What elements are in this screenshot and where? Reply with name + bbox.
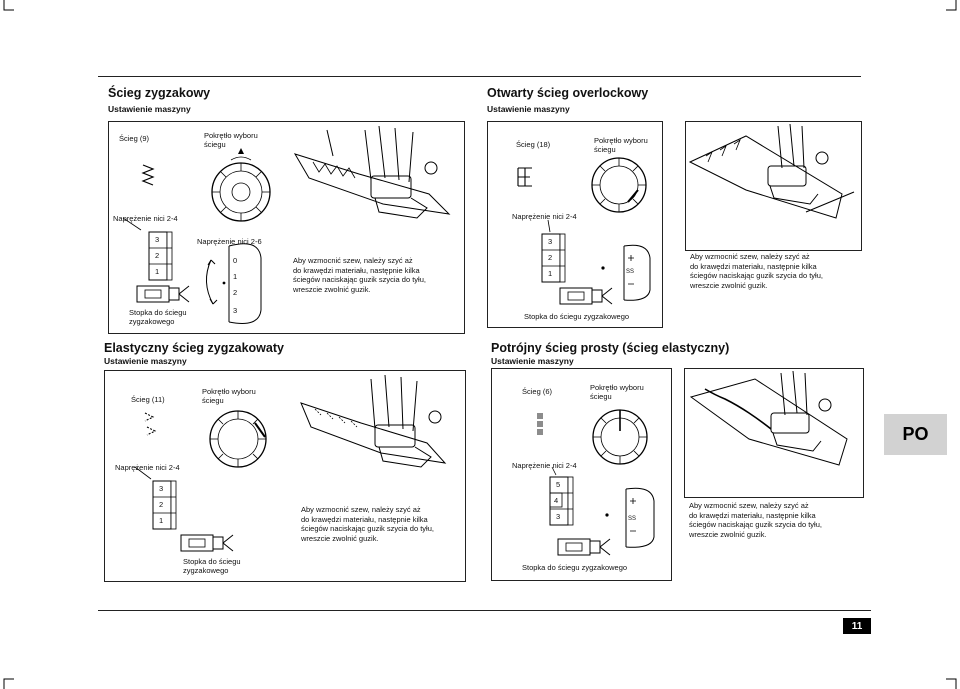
panel-elastic-zigzag: Ścieg (11) Pokrętło wyboru ściegu Napręż… (104, 370, 466, 582)
stitch-length-knob-icon (206, 243, 262, 324)
section-subtitle-zigzag: Ustawienie maszyny (108, 104, 191, 114)
stitch-label: Ścieg (6) (522, 387, 553, 396)
crop-mark-bottom-left (0, 675, 14, 689)
tension-value-top: 3 (159, 484, 164, 493)
tension-value-mid: 2 (548, 253, 553, 262)
zigzag-stitch-icon (141, 164, 155, 186)
foot-label: Stopka do ściegu zygzakowego (524, 312, 630, 321)
tension-scale-icon (134, 466, 177, 530)
speed-knob-icon (601, 244, 651, 301)
stitch-label: Ścieg (9) (119, 134, 150, 143)
elastic-zigzag-stitch-icon (144, 412, 157, 436)
length-value-0: 0 (233, 256, 238, 265)
zigzag-foot-icon (180, 534, 234, 552)
stitch-label: Ścieg (18) (516, 140, 551, 149)
tension-scale-icon (549, 466, 574, 526)
tension-label: Naprężenie nici 2-4 (113, 214, 178, 223)
sewing-foot-illustration (688, 123, 855, 219)
crop-mark-bottom-right (946, 675, 960, 689)
length-value-2: 2 (233, 288, 238, 297)
bottom-rule (98, 610, 871, 611)
page-number: 11 (843, 618, 871, 634)
reinforce-note-triple: Aby wzmocnić szew, należy szyć aż do kra… (689, 501, 822, 539)
tension-value-mid: 2 (155, 251, 160, 260)
tension-value-bottom: 3 (556, 512, 561, 521)
panel-triple-straight-settings: Ścieg (6) Pokrętło wyboru ściegu Napręże… (491, 368, 672, 581)
tension-label: Naprężenie nici 2-4 (115, 463, 180, 472)
section-title-elastic-zigzag: Elastyczny ścieg zygzakowaty (104, 341, 284, 355)
tension-value-mid: 4 (554, 496, 559, 505)
length-value-3: 3 (233, 306, 238, 315)
dial-label: Pokrętło wyboru ściegu (202, 387, 256, 405)
panel-overlock-settings: Ścieg (18) Pokrętło wyboru ściegu Napręż… (487, 121, 663, 328)
overlock-stitch-icon (517, 167, 532, 187)
section-title-triple-straight: Potrójny ścieg prosty (ścieg elastyczny) (491, 341, 730, 355)
top-rule (98, 76, 861, 77)
sewing-foot-illustration (293, 125, 451, 219)
tension-value-top: 3 (548, 237, 553, 246)
tension-value-bottom: 1 (159, 516, 164, 525)
foot-label: Stopka do ściegu zygzakowego (522, 563, 628, 572)
tension-scale-icon (122, 217, 173, 281)
dial-label: Pokrętło wyboru ściegu (594, 136, 648, 154)
stitch-dial-icon (592, 409, 648, 465)
reinforce-note: Aby wzmocnić szew, należy szyć aż do kra… (293, 256, 426, 294)
section-title-overlock: Otwarty ścieg overlockowy (487, 86, 649, 100)
foot-label: Stopka do ściegu zygzakowego (129, 308, 187, 326)
tension-value-top: 3 (155, 235, 160, 244)
speed-label: SS (628, 516, 637, 522)
speed-label: SS (626, 269, 635, 275)
speed-knob-icon (605, 487, 655, 548)
crop-mark-top-right (946, 0, 960, 14)
foot-label: Stopka do ściegu zygzakowego (183, 557, 241, 575)
tension-scale-icon (541, 219, 566, 283)
zigzag-foot-icon (559, 287, 613, 305)
tension-value-mid: 2 (159, 500, 164, 509)
stitch-dial-icon (209, 410, 267, 468)
section-subtitle-triple-straight: Ustawienie maszyny (491, 356, 574, 366)
panel-triple-straight-illustration (684, 368, 864, 498)
sewing-foot-illustration (689, 370, 848, 466)
section-subtitle-elastic-zigzag: Ustawienie maszyny (104, 356, 187, 366)
tension-value-bottom: 1 (155, 267, 160, 276)
reinforce-note-overlock: Aby wzmocnić szew, należy szyć aż do kra… (690, 252, 823, 290)
panel-zigzag: Ścieg (9) Pokrętło wyboru ściegu Napręże… (108, 121, 465, 334)
tension-label-2: Naprężenie nici 2-6 (197, 237, 262, 246)
zigzag-foot-icon (557, 538, 611, 556)
panel-overlock-illustration (685, 121, 862, 251)
stitch-dial-icon (591, 157, 647, 213)
stitch-label: Ścieg (11) (131, 395, 165, 404)
tension-value-top: 5 (556, 480, 561, 489)
language-tab: PO (884, 414, 947, 455)
reinforce-note: Aby wzmocnić szew, należy szyć aż do kra… (301, 505, 434, 543)
length-value-1: 1 (233, 272, 238, 281)
section-title-zigzag: Ścieg zygzakowy (108, 86, 211, 100)
dial-label: Pokrętło wyboru ściegu (590, 383, 644, 401)
stitch-dial-icon (211, 148, 271, 222)
dial-label: Pokrętło wyboru ściegu (204, 131, 258, 149)
triple-straight-stitch-icon (537, 413, 543, 435)
tension-value-bottom: 1 (548, 269, 553, 278)
zigzag-foot-icon (136, 285, 190, 303)
section-subtitle-overlock: Ustawienie maszyny (487, 104, 570, 114)
sewing-foot-illustration (300, 374, 447, 468)
tension-label: Naprężenie nici 2-4 (512, 461, 577, 470)
crop-mark-top-left (0, 0, 14, 14)
tension-label: Naprężenie nici 2-4 (512, 212, 577, 221)
